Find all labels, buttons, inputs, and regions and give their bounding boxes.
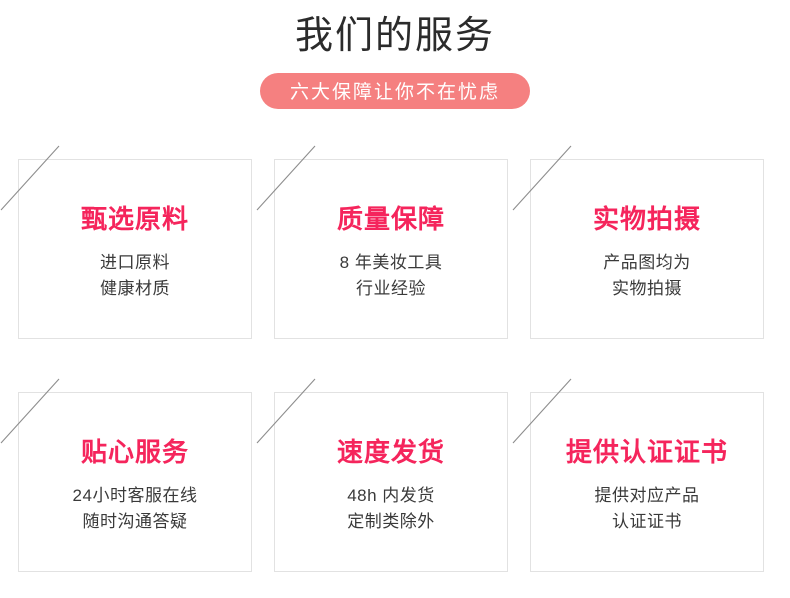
service-card-3: 实物拍摄 产品图均为 实物拍摄 [512, 145, 764, 339]
card-title: 贴心服务 [80, 437, 189, 467]
corner-slash-icon [256, 145, 316, 211]
service-cards-grid: 甄选原料 进口原料 健康材质 质量保障 8 年美妆工具 行业经验 实物拍摄 产品… [0, 145, 765, 572]
page-title: 我们的服务 [294, 15, 495, 57]
service-card-4: 贴心服务 24小时客服在线 随时沟通答疑 [0, 378, 252, 572]
card-line: 实物拍摄 [612, 278, 682, 298]
card-line: 48h 内发货 [347, 485, 435, 505]
card-title: 甄选原料 [80, 204, 189, 234]
card-line: 提供对应产品 [594, 485, 700, 505]
card-description: 48h 内发货 定制类除外 [347, 483, 435, 535]
card-description: 提供对应产品 认证证书 [595, 483, 700, 535]
card-description: 产品图均为 实物拍摄 [603, 250, 691, 302]
page-header: 我们的服务 六大保障让你不在忧虑 [0, 0, 790, 109]
card-description: 8 年美妆工具 行业经验 [340, 250, 443, 302]
corner-slash-icon [0, 145, 60, 211]
card-line: 行业经验 [356, 278, 426, 298]
card-line: 24小时客服在线 [72, 485, 198, 505]
card-title: 提供认证证书 [565, 437, 728, 467]
card-line: 定制类除外 [347, 511, 435, 531]
card-line: 进口原料 [100, 252, 170, 272]
card-line: 产品图均为 [603, 252, 691, 272]
card-title: 速度发货 [336, 437, 445, 467]
service-card-2: 质量保障 8 年美妆工具 行业经验 [256, 145, 508, 339]
card-line: 随时沟通答疑 [82, 511, 188, 531]
card-line: 健康材质 [100, 278, 170, 298]
card-line: 8 年美妆工具 [339, 252, 443, 272]
corner-slash-icon [0, 378, 60, 444]
card-line: 认证证书 [612, 511, 682, 531]
card-description: 24小时客服在线 随时沟通答疑 [73, 483, 198, 535]
guarantee-badge: 六大保障让你不在忧虑 [259, 72, 530, 109]
service-card-6: 提供认证证书 提供对应产品 认证证书 [512, 378, 764, 572]
card-title: 质量保障 [336, 204, 445, 234]
card-description: 进口原料 健康材质 [100, 250, 170, 302]
corner-slash-icon [256, 378, 316, 444]
badge-container: 六大保障让你不在忧虑 [0, 72, 790, 109]
service-card-5: 速度发货 48h 内发货 定制类除外 [256, 378, 508, 572]
corner-slash-icon [512, 145, 572, 211]
service-card-1: 甄选原料 进口原料 健康材质 [0, 145, 252, 339]
card-title: 实物拍摄 [592, 204, 701, 234]
